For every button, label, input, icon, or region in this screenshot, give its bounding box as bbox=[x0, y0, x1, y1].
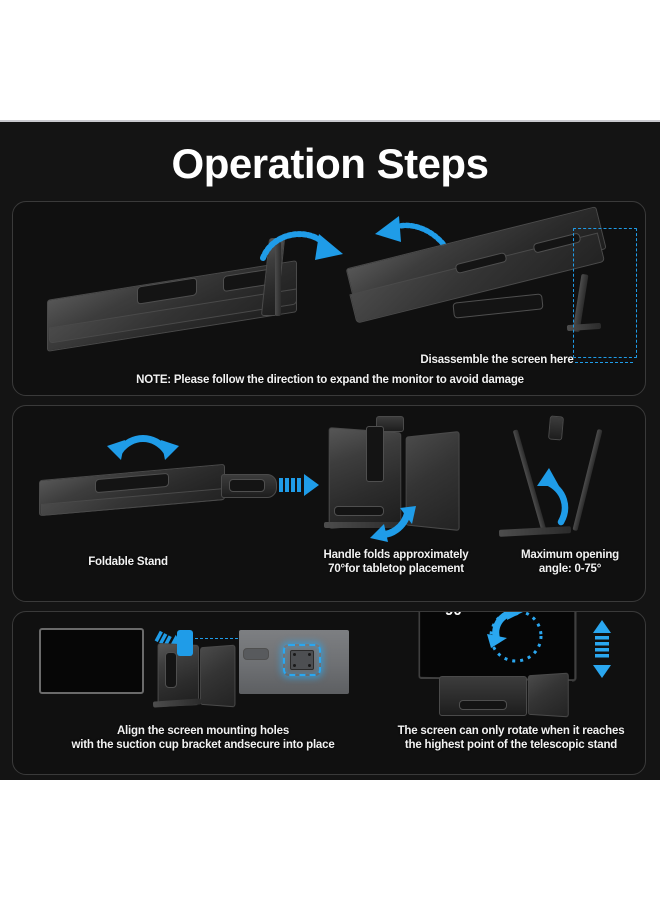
circular-rotation-arrow-icon bbox=[487, 612, 543, 663]
max-angle-illustration bbox=[491, 414, 641, 544]
stand-base-bar bbox=[324, 522, 402, 528]
mount-hole bbox=[293, 653, 296, 656]
page-title: Operation Steps bbox=[171, 140, 489, 187]
monitor-screen bbox=[39, 628, 144, 694]
mount-alignment-illustration bbox=[31, 622, 371, 710]
panel-expand: Disassemble the screen here NOTE: Please… bbox=[12, 201, 646, 396]
mount-hole bbox=[308, 653, 311, 656]
glowing-mount-square-icon bbox=[283, 644, 321, 676]
folded-handle bbox=[366, 426, 384, 482]
striped-right-arrow-icon bbox=[279, 474, 319, 496]
center-handle-slot bbox=[452, 293, 544, 319]
rotate-limit-label: The screen can only rotate when it reach… bbox=[397, 725, 625, 751]
curved-arrow-down-right-icon bbox=[260, 231, 343, 261]
mount-hole-plate bbox=[290, 650, 314, 670]
handle-fold-label: Handle folds approximately 70°for tablet… bbox=[323, 549, 469, 575]
disassemble-callout: Disassemble the screen here bbox=[420, 354, 574, 366]
stand-right-plate bbox=[200, 644, 236, 708]
top-divider bbox=[0, 120, 660, 122]
stand-slot bbox=[165, 652, 177, 688]
align-mount-label: Align the screen mounting holes with the… bbox=[71, 725, 335, 751]
dark-board: Operation Steps bbox=[0, 122, 660, 780]
callout-dashed-connector bbox=[575, 362, 633, 363]
curved-arrow-up-icon bbox=[370, 506, 416, 542]
arm-slot bbox=[229, 479, 265, 492]
mount-hole bbox=[308, 664, 311, 667]
telescopic-stand-rear bbox=[527, 672, 569, 718]
panel-mount: 90° bbox=[12, 611, 646, 775]
mount-hole bbox=[293, 664, 296, 667]
max-angle-label: Maximum opening angle: 0-75° bbox=[521, 549, 619, 575]
hinge-bar bbox=[275, 242, 281, 316]
stand-grip-slot bbox=[459, 700, 507, 710]
striped-up-down-arrow-icon bbox=[593, 620, 611, 678]
telescopic-stand-front bbox=[439, 676, 527, 716]
opened-monitor-illustration bbox=[345, 206, 641, 362]
double-curved-arrow-icon bbox=[107, 435, 179, 460]
panel-stand: Foldable Stand Handle folds approximatel… bbox=[12, 405, 646, 602]
expand-note: NOTE: Please follow the direction to exp… bbox=[136, 374, 524, 386]
rotation-illustration: 90° bbox=[393, 612, 643, 718]
blue-connector-tab bbox=[177, 630, 193, 656]
rotation-angle-badge: 90° bbox=[445, 612, 468, 619]
foldable-stand-illustration bbox=[33, 428, 319, 548]
curved-arrow-down-icon bbox=[537, 468, 569, 526]
foldable-stand-label: Foldable Stand bbox=[88, 556, 168, 568]
inset-rail bbox=[243, 648, 269, 660]
handle-folded-illustration bbox=[308, 414, 483, 544]
dashed-callout-box bbox=[573, 228, 637, 358]
stand-apex bbox=[547, 415, 565, 441]
folded-monitor-illustration bbox=[27, 220, 343, 360]
base-slot bbox=[334, 506, 384, 516]
